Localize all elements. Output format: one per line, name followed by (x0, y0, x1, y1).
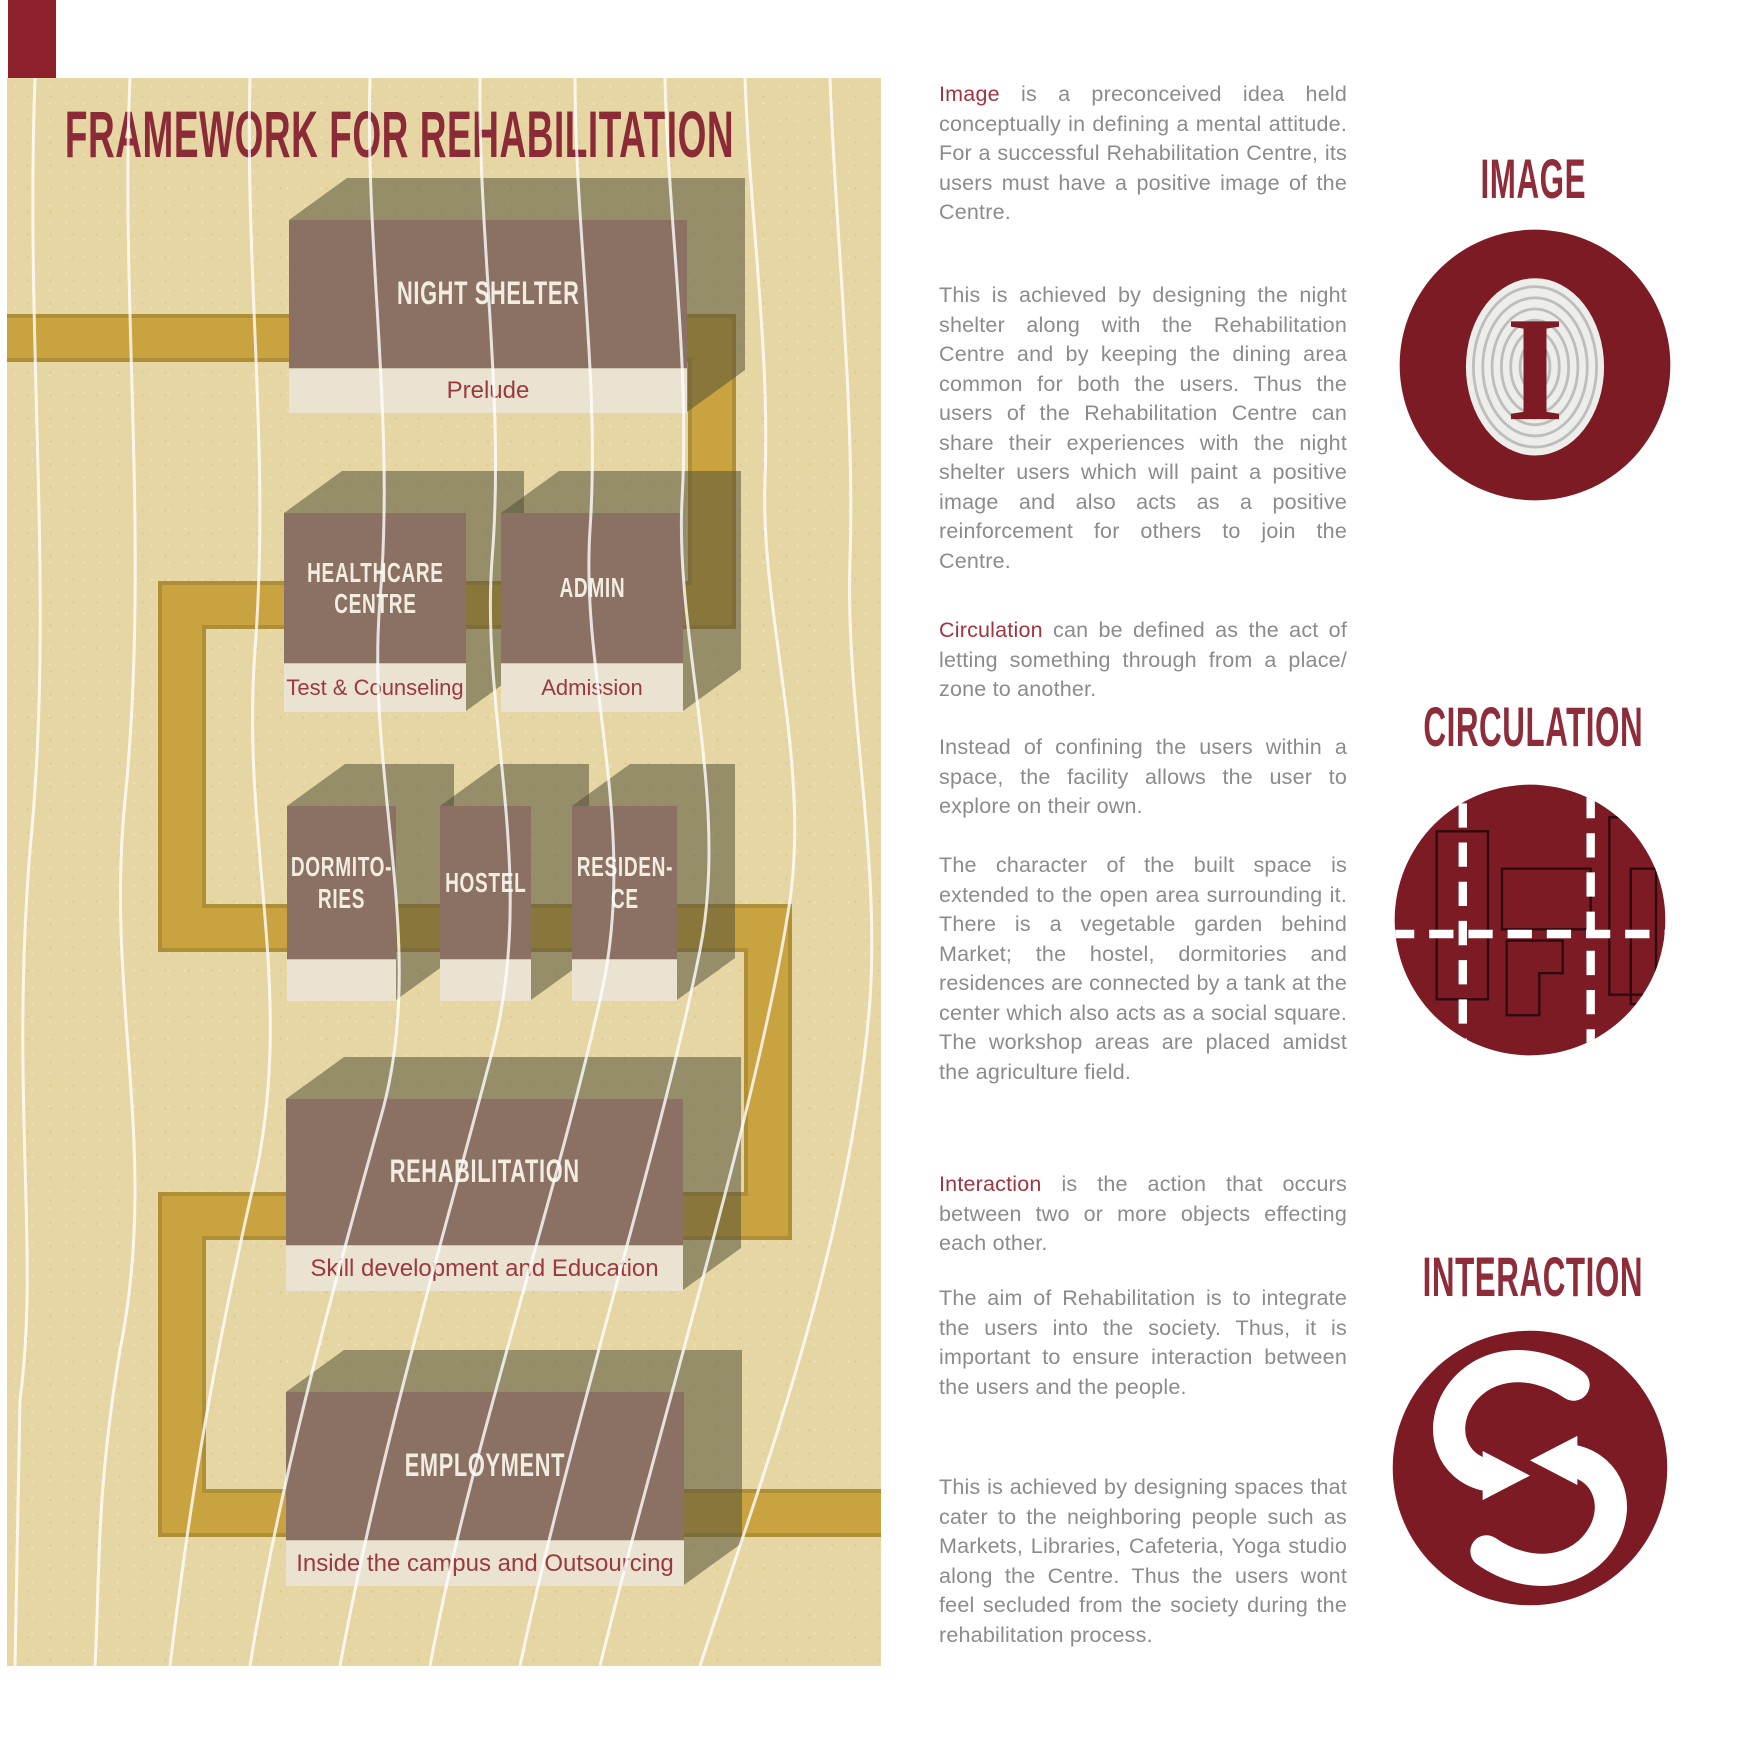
flow-node-night-shelter: NIGHT SHELTER Prelude (289, 220, 687, 413)
node-caption (572, 959, 677, 1001)
page-title: FRAMEWORK FOR REHABILITATION (65, 97, 735, 171)
image-intro-paragraph: Image is a preconceived idea held concep… (939, 82, 1347, 224)
interaction-intro-paragraph: Interaction is the action that occurs be… (939, 1172, 1347, 1255)
node-title: EMPLOYMENT (404, 1447, 566, 1484)
node-caption: Admission (501, 663, 683, 712)
flow-node-admin: ADMIN Admission (501, 513, 683, 712)
circulation-intro-paragraph: Circulation can be defined as the act of… (939, 618, 1347, 701)
node-caption: Inside the campus and Outsourcing (286, 1540, 684, 1586)
circulation-paragraph-3: The character of the built space is exte… (939, 853, 1347, 1084)
flow-node-employment: EMPLOYMENT Inside the campus and Outsour… (286, 1392, 684, 1586)
fingerprint-icon: I (1395, 225, 1675, 505)
flow-node-dormitories: DORMITO- RIES (287, 806, 396, 1001)
image-lead-word: Image (939, 82, 1000, 106)
interaction-lead-word: Interaction (939, 1172, 1042, 1196)
node-title: DORMITO- RIES (290, 851, 393, 914)
node-title: HOSTEL (444, 866, 527, 898)
interaction-section-label: INTERACTION (1422, 1245, 1644, 1308)
flow-node-rehabilitation: REHABILITATION Skill development and Edu… (286, 1099, 683, 1291)
circulation-section-label: CIRCULATION (1423, 695, 1643, 758)
page-bookmark-tab (8, 0, 56, 78)
node-caption: Prelude (289, 368, 687, 413)
circulation-lead-word: Circulation (939, 618, 1043, 642)
node-title: ADMIN (559, 572, 625, 604)
flow-node-healthcare: HEALTHCARE CENTRE Test & Counseling (284, 513, 466, 712)
cycle-arrows-icon (1388, 1326, 1672, 1610)
node-caption (287, 959, 396, 1001)
node-title: REHABILITATION (389, 1153, 580, 1190)
node-title: NIGHT SHELTER (396, 275, 580, 312)
circulation-paragraph-2: Instead of confining the users within a … (939, 735, 1347, 818)
node-title: HEALTHCARE CENTRE (306, 556, 444, 619)
flow-node-residence: RESIDEN- CE (572, 806, 677, 1001)
flow-node-hostel: HOSTEL (440, 806, 531, 1001)
svg-text:I: I (1506, 287, 1564, 452)
interaction-paragraph-2: The aim of Rehabilitation is to integrat… (939, 1286, 1347, 1399)
node-caption (440, 959, 531, 1001)
image-section-label: IMAGE (1480, 147, 1586, 210)
node-title: RESIDEN- CE (576, 851, 673, 914)
node-caption: Test & Counseling (284, 663, 466, 712)
circulation-map-icon (1390, 780, 1670, 1060)
interaction-paragraph-3: This is achieved by designing spaces tha… (939, 1475, 1347, 1647)
image-paragraph-2: This is achieved by designing the night … (939, 283, 1347, 573)
node-caption: Skill development and Education (286, 1245, 683, 1291)
